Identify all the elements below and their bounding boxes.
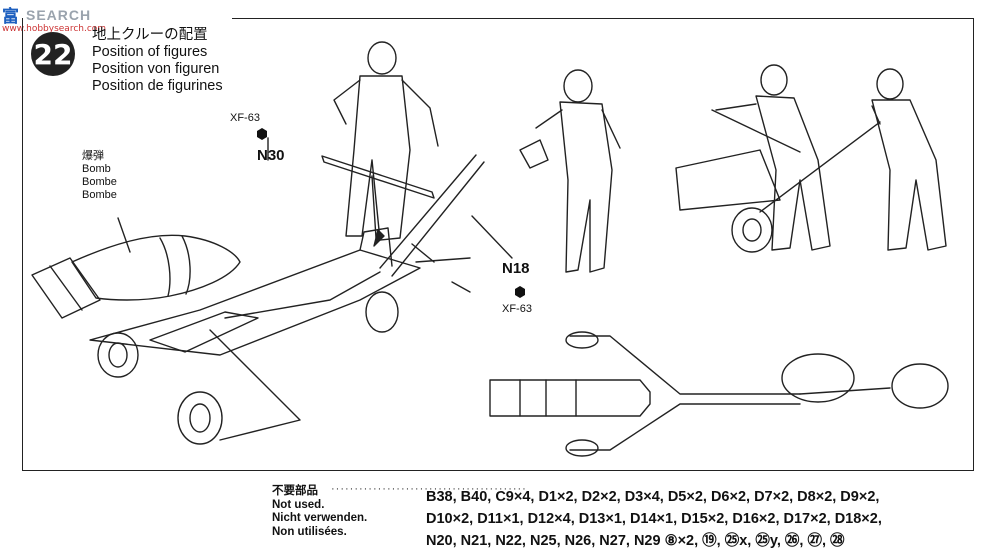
watermark-url: www.hobbysearch.com <box>2 24 107 34</box>
top-view-drawing <box>489 331 949 457</box>
bomb-label-en: Bomb <box>82 163 111 175</box>
bomb-label: 爆弾 Bomb Bombe Bombe <box>82 150 117 202</box>
crew-figure-2 <box>535 69 621 273</box>
bomb-label-jp: 爆弾 <box>82 150 104 162</box>
part-label-n30: N30 <box>257 147 285 164</box>
paint-code-top: XF-63 <box>230 112 260 124</box>
part-label-n18: N18 <box>502 260 530 277</box>
crew-figure-1 <box>333 41 439 241</box>
arrow-left <box>411 243 435 263</box>
unused-parts-list: B38, B40, C9×4, D1×2, D2×2, D3×4, D5×2, … <box>426 486 976 552</box>
unused-parts-line-2: D10×2, D11×1, D12×4, D13×1, D14×1, D15×2… <box>426 511 882 527</box>
title-de: Position von figuren <box>92 61 220 77</box>
not-used-jp: 不要部品 <box>272 485 318 497</box>
not-used-en: Not used. <box>272 498 325 511</box>
bomb-trolley-drawing <box>89 139 549 445</box>
unused-parts-line-1: B38, B40, C9×4, D1×2, D2×2, D3×4, D5×2, … <box>426 489 880 505</box>
title-jp: 地上クルーの配置 <box>92 27 208 43</box>
hex-paint-icon-top <box>257 128 267 140</box>
crew-figure-4 <box>871 68 947 251</box>
not-used-labels: 不要部品 Not used. Nicht verwenden. Non util… <box>272 485 367 539</box>
hex-paint-icon-bottom <box>515 286 525 298</box>
title-fr: Position de figurines <box>92 78 223 94</box>
unused-parts-line-3: N20, N21, N22, N25, N26, N27, N29 ⑧×2, ⑲… <box>426 533 845 549</box>
title-en: Position of figures <box>92 44 208 60</box>
step-titles: 地上クルーの配置 Position of figures Position vo… <box>92 27 223 95</box>
leader-dots: ········································… <box>331 483 527 495</box>
n18-leader <box>471 215 513 259</box>
arrow-right <box>451 281 471 293</box>
bomb-label-fr: Bombe <box>82 189 117 201</box>
bomb-drawing <box>31 217 241 319</box>
watermark-text: SEARCH <box>26 6 92 23</box>
watermark: 富 SEARCH <box>2 2 92 28</box>
diagram-frame-top <box>232 18 973 19</box>
not-used-de: Nicht verwenden. <box>272 512 368 524</box>
paint-code-bottom: XF-63 <box>502 303 532 315</box>
not-used-fr: Non utilisées. <box>272 525 347 538</box>
watermark-logo: 富 <box>2 7 20 27</box>
bomb-label-de: Bombe <box>82 176 117 188</box>
side-trolley-drawing <box>675 109 881 253</box>
crew-figure-3 <box>715 64 831 251</box>
diagram-frame <box>22 18 974 471</box>
n30-bar-drawing <box>267 137 435 247</box>
step-number-badge: 22 <box>31 32 75 76</box>
